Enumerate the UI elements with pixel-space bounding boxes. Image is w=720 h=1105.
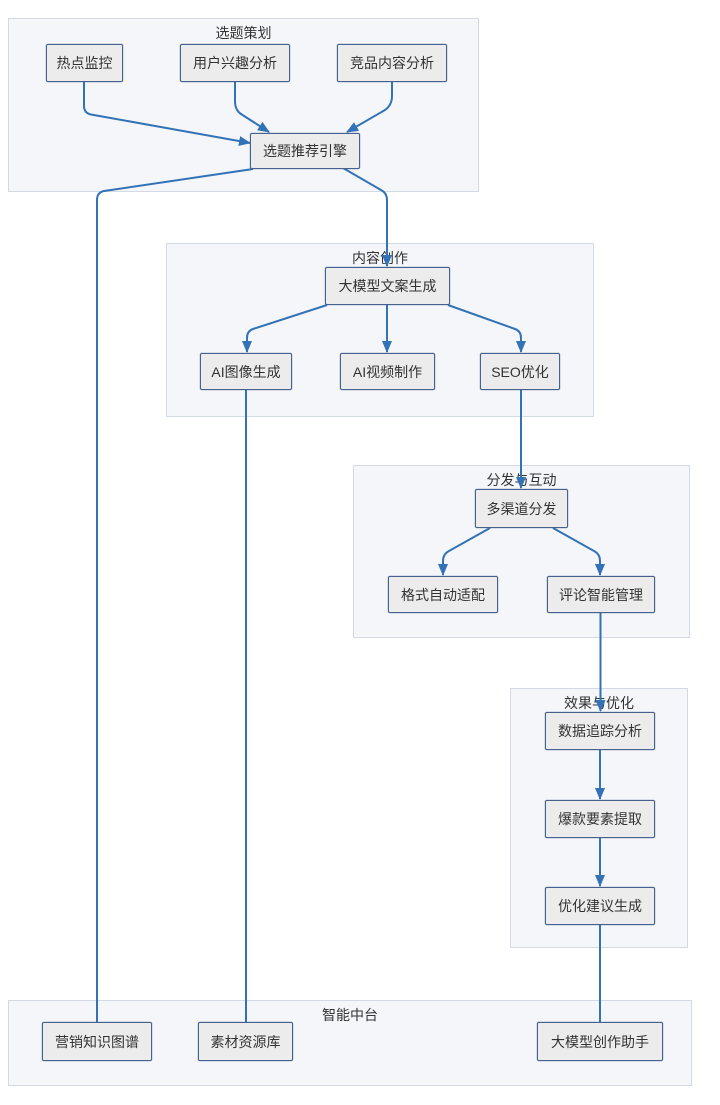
- group-content-creation-label: 内容创作: [352, 250, 408, 266]
- node-competitor-content-analysis: 竞品内容分析: [337, 44, 447, 82]
- node-hotspot-monitoring: 热点监控: [46, 44, 123, 82]
- node-hit-factor-extraction: 爆款要素提取: [545, 800, 655, 838]
- node-user-interest-analysis: 用户兴趣分析: [180, 44, 290, 82]
- node-data-tracking-analysis: 数据追踪分析: [545, 712, 655, 750]
- node-multi-channel-distribution: 多渠道分发: [475, 489, 568, 528]
- node-format-auto-adaptation: 格式自动适配: [388, 576, 498, 613]
- node-ai-video-production: AI视频制作: [340, 353, 435, 390]
- group-distribution-label: 分发与互动: [486, 472, 557, 488]
- node-optimization-suggestion: 优化建议生成: [545, 887, 655, 925]
- node-seo-optimization: SEO优化: [480, 353, 560, 390]
- group-topic-planning-label: 选题策划: [215, 25, 272, 41]
- node-material-resource-library: 素材资源库: [198, 1022, 293, 1061]
- node-topic-recommendation-engine: 选题推荐引擎: [250, 133, 360, 169]
- node-llm-creation-assistant: 大模型创作助手: [537, 1022, 663, 1061]
- group-platform-label: 智能中台: [322, 1007, 378, 1023]
- node-comment-smart-management: 评论智能管理: [547, 576, 655, 613]
- node-llm-copywriting: 大模型文案生成: [325, 267, 450, 305]
- node-marketing-knowledge-graph: 营销知识图谱: [42, 1022, 152, 1061]
- group-optimization-label: 效果与优化: [564, 695, 634, 711]
- node-ai-image-generation: AI图像生成: [200, 353, 292, 390]
